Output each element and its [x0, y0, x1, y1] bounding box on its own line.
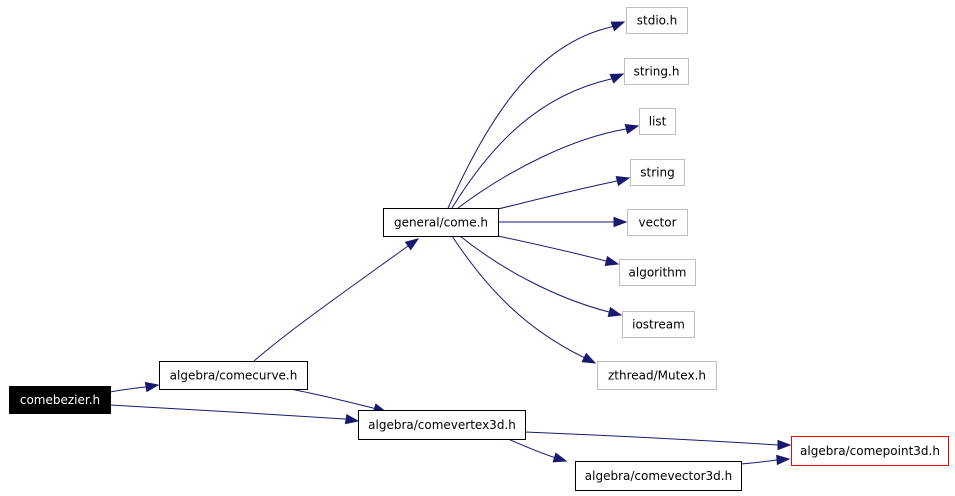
- edge-line-tail: [552, 456, 567, 462]
- node-string-h: string.h: [624, 58, 689, 85]
- edge-comevertex3d-to-comepoint3d: [524, 431, 792, 451]
- edge-comecurve-to-come: [253, 238, 420, 362]
- node-label: algorithm: [629, 266, 687, 280]
- edges-layer: [109, 21, 792, 466]
- node-comecurve[interactable]: algebra/comecurve.h: [159, 361, 308, 390]
- edge-line: [459, 235, 610, 313]
- edge-comecurve-to-comevertex3d: [289, 388, 388, 414]
- node-label: stdio.h: [637, 14, 677, 28]
- edge-line-tail: [344, 418, 359, 422]
- node-label: string: [640, 166, 674, 180]
- node-label: algebra/comevector3d.h: [585, 469, 732, 483]
- node-comevector3d[interactable]: algebra/comevector3d.h: [575, 461, 742, 491]
- edge-line: [451, 78, 612, 209]
- edge-comevector3d-to-comepoint3d: [740, 454, 791, 466]
- edge-line-tail: [775, 458, 790, 461]
- node-box: [358, 410, 526, 440]
- node-box: [627, 209, 688, 236]
- edge-line-tail: [610, 73, 624, 80]
- edge-line: [497, 180, 618, 210]
- node-box: [9, 386, 111, 414]
- node-label: list: [649, 115, 667, 129]
- node-label: vector: [638, 216, 676, 230]
- edge-line: [451, 235, 584, 358]
- node-mutex: zthread/Mutex.h: [597, 361, 717, 390]
- edge-come-to-mutex: [451, 235, 597, 364]
- nodes-layer: comebezier.h algebra/comecurve.h algebra/c…: [9, 7, 949, 491]
- node-list: list: [639, 108, 676, 135]
- edge-come-to-string: [497, 175, 631, 210]
- edge-line-tail: [625, 125, 639, 130]
- edge-comevertex3d-to-comevector3d: [507, 438, 568, 463]
- edge-come-to-string_h: [451, 73, 625, 209]
- node-label: algebra/comevertex3d.h: [368, 418, 516, 432]
- edge-line: [109, 386, 147, 393]
- edge-line-tail: [145, 384, 159, 388]
- edge-come-to-list: [457, 123, 640, 209]
- edge-line-tail: [605, 260, 619, 265]
- node-box: [619, 259, 696, 286]
- edge-line-tail: [407, 238, 419, 247]
- edge-line: [457, 128, 627, 209]
- node-label: iostream: [632, 318, 685, 332]
- node-box: [383, 208, 499, 237]
- edge-line: [289, 388, 374, 409]
- edge-line: [253, 245, 409, 362]
- edge-come-to-vector: [498, 216, 628, 228]
- edge-come-to-iostream: [459, 235, 623, 318]
- node-vector: vector: [627, 209, 688, 236]
- node-box: [622, 311, 695, 338]
- node-box: [624, 58, 689, 85]
- node-comebezier: comebezier.h: [9, 386, 111, 414]
- node-label: comebezier.h: [20, 393, 100, 407]
- node-comepoint3d[interactable]: algebra/comepoint3d.h: [791, 436, 949, 466]
- edge-line: [109, 404, 346, 420]
- node-comevertex3d[interactable]: algebra/comevertex3d.h: [358, 410, 526, 440]
- node-box: [597, 361, 717, 390]
- edge-come-to-algorithm: [497, 235, 620, 267]
- node-box: [639, 108, 676, 135]
- node-box: [791, 436, 949, 466]
- edge-line-tail: [608, 311, 622, 316]
- edge-line: [524, 431, 779, 446]
- edge-line-tail: [582, 356, 596, 364]
- edge-line-tail: [610, 21, 625, 28]
- edge-comebezier-to-comevertex3d: [109, 404, 360, 425]
- node-box: [626, 7, 688, 34]
- node-come[interactable]: general/come.h: [383, 208, 499, 237]
- node-string: string: [630, 159, 685, 186]
- edge-line-tail: [616, 177, 630, 182]
- edge-come-to-stdio: [447, 21, 626, 209]
- node-label: zthread/Mutex.h: [608, 369, 706, 383]
- edge-line: [497, 235, 607, 262]
- node-box: [575, 461, 742, 491]
- node-iostream: iostream: [622, 311, 695, 338]
- edge-line: [447, 26, 612, 209]
- edge-line: [740, 459, 777, 465]
- edge-comebezier-to-comecurve: [109, 381, 160, 393]
- node-algorithm: algorithm: [619, 259, 696, 286]
- node-label: algebra/comepoint3d.h: [800, 444, 940, 458]
- node-label: general/come.h: [394, 216, 488, 230]
- node-stdio: stdio.h: [626, 7, 688, 34]
- edge-line: [507, 438, 554, 458]
- node-label: algebra/comecurve.h: [170, 369, 298, 383]
- node-box: [159, 361, 308, 390]
- node-label: string.h: [634, 65, 680, 79]
- node-box: [630, 159, 685, 186]
